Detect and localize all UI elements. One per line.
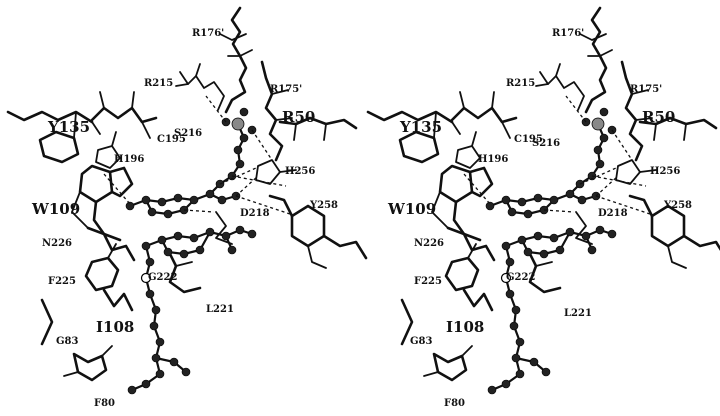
label-g222: G222 bbox=[148, 272, 177, 283]
label-y135-right: Y135 bbox=[399, 118, 442, 136]
label-w109-right: W109 bbox=[387, 200, 436, 218]
label-h196: H196 bbox=[114, 154, 144, 165]
label-d218-right: D218 bbox=[598, 208, 628, 219]
label-h196-right: H196 bbox=[478, 154, 508, 165]
label-y135: Y135 bbox=[47, 118, 90, 136]
label-i108: I108 bbox=[96, 318, 134, 336]
label-g222-right: G222 bbox=[506, 272, 535, 283]
label-g83-right: G83 bbox=[410, 336, 432, 347]
label-w109: W109 bbox=[31, 200, 80, 218]
label-r215: R215 bbox=[144, 78, 173, 89]
label-f225-right: F225 bbox=[414, 276, 442, 287]
label-c195-right: C195 bbox=[514, 134, 543, 145]
label-n226: N226 bbox=[42, 238, 72, 249]
label-s216-right: S216 bbox=[532, 138, 560, 149]
label-y258-right: Y258 bbox=[663, 200, 692, 211]
label-l221: L221 bbox=[206, 304, 234, 315]
left-labels: R176' R215 R175' R50 Y135 C195 S216 H196… bbox=[31, 28, 338, 409]
label-h256-right: H256 bbox=[650, 166, 680, 177]
label-y258: Y258 bbox=[309, 200, 338, 211]
label-n226-right: N226 bbox=[414, 238, 444, 249]
label-i108-right: I108 bbox=[446, 318, 484, 336]
label-d218: D218 bbox=[240, 208, 270, 219]
label-r50-right: R50 bbox=[642, 108, 675, 126]
label-g83: G83 bbox=[56, 336, 78, 347]
label-l221-right: L221 bbox=[564, 308, 592, 319]
label-s216: S216 bbox=[174, 128, 202, 139]
label-r215-right: R215 bbox=[506, 78, 535, 89]
label-c195: C195 bbox=[157, 134, 186, 145]
label-r175-right: R175' bbox=[630, 84, 662, 95]
label-f80-right: F80 bbox=[444, 398, 465, 409]
label-r50: R50 bbox=[282, 108, 315, 126]
label-h256: H256 bbox=[285, 166, 315, 177]
label-r176-right: R176' bbox=[552, 28, 584, 39]
right-labels: R176' R215 R175' R50 Y135 C195 S216 H196… bbox=[387, 28, 692, 409]
label-r175: R175' bbox=[270, 84, 302, 95]
label-r176: R176' bbox=[192, 28, 224, 39]
label-f80: F80 bbox=[94, 398, 115, 409]
label-f225: F225 bbox=[48, 276, 76, 287]
